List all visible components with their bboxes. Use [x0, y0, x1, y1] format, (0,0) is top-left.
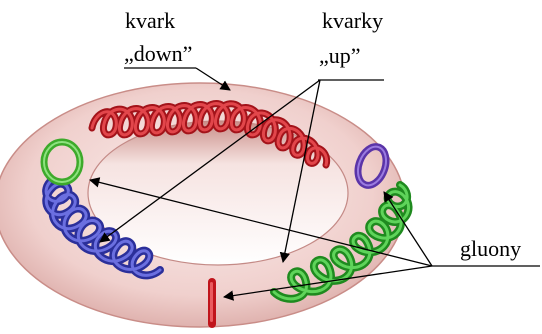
- label-down-line2: „down”: [124, 41, 192, 66]
- label-up-line2: „up”: [319, 43, 361, 68]
- label-down-line1: kvark: [125, 8, 175, 33]
- gluon-red-bar-highlight: [210, 282, 213, 322]
- up-quark-spring-left: [42, 176, 164, 280]
- up-quark-spring-right: [270, 181, 413, 303]
- arrow-up-quark-right: [279, 79, 321, 264]
- arrow-up-quark-left: [99, 79, 321, 243]
- label-gluons: gluony: [460, 236, 521, 261]
- arrow-gluon-red-bar: [222, 265, 433, 301]
- arrow-down-quark: [195, 67, 231, 91]
- gluon-purple-ring-highlight: [356, 145, 388, 187]
- label-up-line1: kvarky: [322, 8, 383, 33]
- gluon-green-ring-highlight: [43, 141, 81, 183]
- pointer-arrows: [88, 67, 433, 301]
- arrow-gluon-purple-ring: [383, 191, 433, 267]
- arrow-gluon-green-ring: [88, 177, 433, 267]
- down-quark-spring: [88, 100, 331, 169]
